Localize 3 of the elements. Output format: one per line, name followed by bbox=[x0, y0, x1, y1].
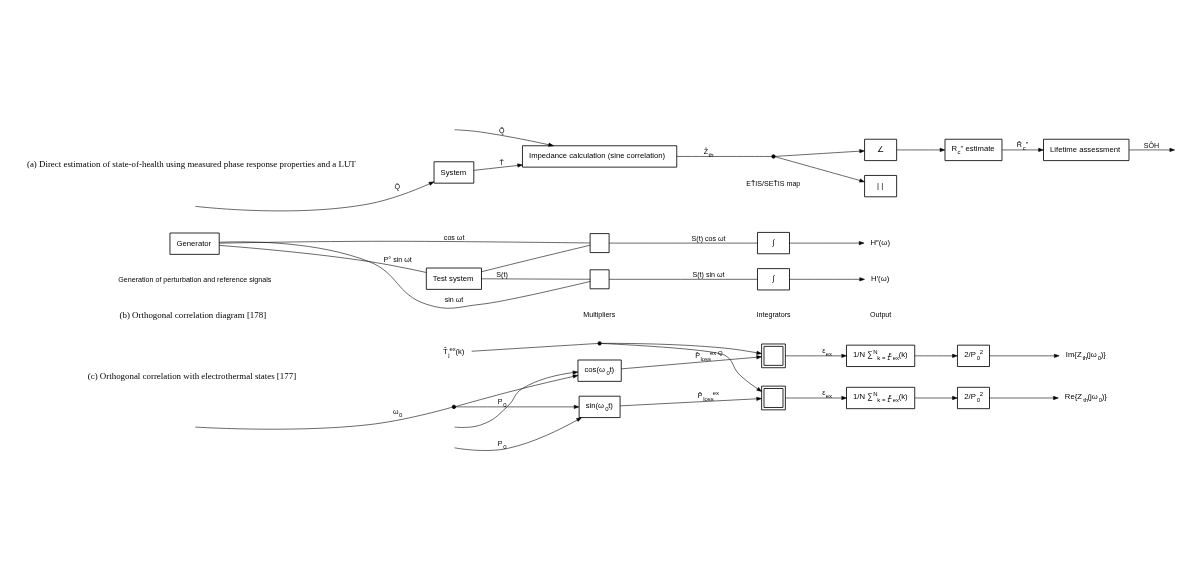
label: (b) Orthogonal correlation diagram [178] bbox=[119, 310, 267, 321]
label: (c) Orthogonal correlation with electrothermal states [177] bbox=[87, 371, 297, 382]
label: (a) Direct estimation of state-of-health using measured phase response properties and a LUT bbox=[26, 159, 356, 170]
